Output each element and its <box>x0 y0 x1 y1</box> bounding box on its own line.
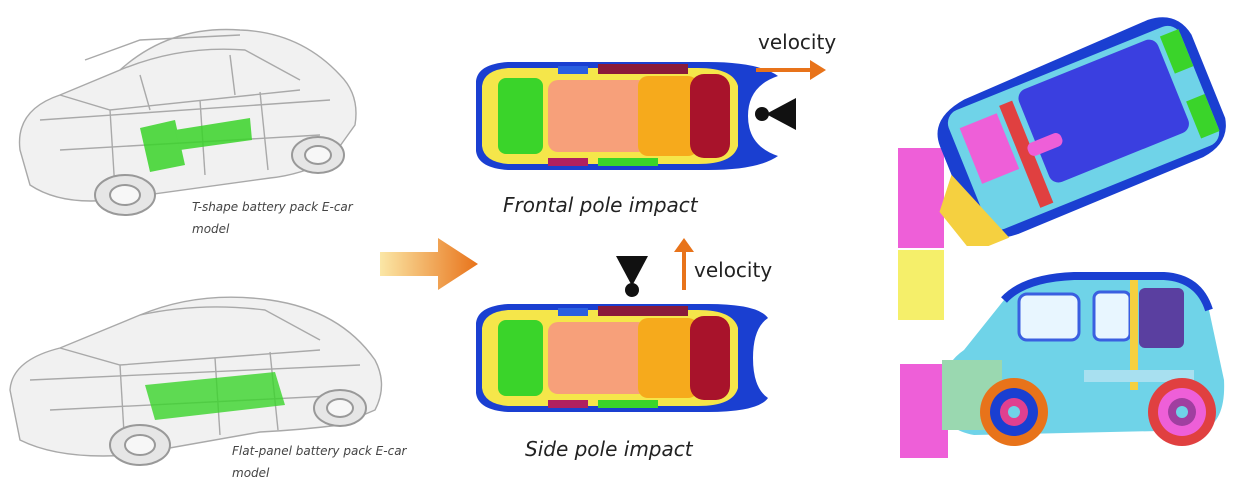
tshape-model-caption: T-shape battery pack E-car model <box>192 196 392 240</box>
frontal-velocity-arrow <box>756 58 828 82</box>
front-wheel <box>980 378 1048 446</box>
side-result-car <box>934 270 1234 460</box>
side-impact-caption: Side pole impact <box>525 437 693 461</box>
side-velocity-arrow <box>672 236 696 292</box>
side-impact-car <box>468 298 808 418</box>
frontal-result-car <box>912 6 1232 246</box>
frontal-impact-caption: Frontal pole impact <box>503 193 698 217</box>
frontal-velocity-label: velocity <box>758 30 836 54</box>
rear-wheel <box>1148 378 1216 446</box>
side-velocity-label: velocity <box>694 258 772 282</box>
process-arrow <box>380 234 480 294</box>
frontal-pole <box>752 94 800 134</box>
flatpanel-model-caption: Flat-panel battery pack E-car model <box>232 440 442 484</box>
side-pole <box>612 252 652 300</box>
